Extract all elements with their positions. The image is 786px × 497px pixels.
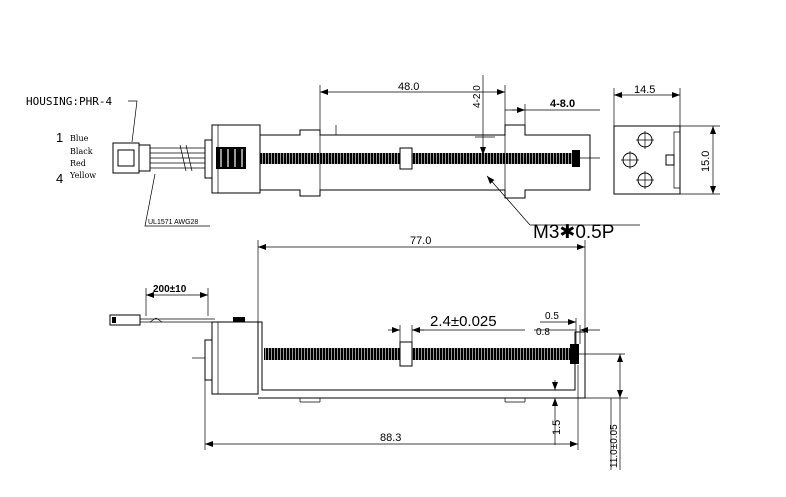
dim-overall-88-3: 88.3 bbox=[380, 432, 401, 444]
screw-nut bbox=[399, 147, 413, 170]
side-motor-flange bbox=[204, 339, 213, 381]
housing-leader bbox=[128, 100, 138, 143]
frame-outline bbox=[260, 124, 591, 199]
dim-width-14-5: 14.5 bbox=[634, 84, 655, 96]
motor-terminals bbox=[216, 147, 246, 169]
dim-length-48: 48.0 bbox=[398, 81, 419, 93]
wire-bundle bbox=[150, 144, 210, 172]
wire-color-2: Black bbox=[70, 147, 93, 156]
dim-gap-b: 0.8 bbox=[536, 327, 550, 338]
end-view-outline bbox=[613, 125, 681, 195]
motor-flange bbox=[204, 139, 213, 179]
wire-color-4: Yellow bbox=[69, 171, 96, 180]
connector-body bbox=[138, 144, 151, 172]
housing-label: HOUSING:PHR-4 bbox=[26, 95, 112, 108]
side-motor-body bbox=[211, 321, 259, 395]
side-connector bbox=[109, 314, 141, 326]
connector-latch bbox=[117, 149, 135, 167]
screw-end-bearing bbox=[572, 150, 580, 167]
thread-label: M3✱0.5P bbox=[533, 222, 614, 243]
top-view: HOUSING:PHR-4 1 4 Blue Black Red Yellow … bbox=[26, 75, 640, 243]
wire-clip bbox=[233, 317, 245, 325]
pin-number-last: 4 bbox=[56, 171, 63, 186]
thread-leader bbox=[486, 175, 531, 226]
dim-slot-side: 4-8.0 bbox=[550, 98, 575, 110]
lead-screw bbox=[260, 153, 575, 164]
dim-frame-77: 77.0 bbox=[410, 235, 431, 247]
dim-slot-top: 4-2.0 bbox=[472, 85, 483, 108]
wire-color-1: Blue bbox=[70, 134, 89, 143]
wire-color-3: Red bbox=[70, 159, 86, 168]
dim-height-15-0: 15.0 bbox=[700, 151, 712, 172]
side-lead-screw bbox=[264, 348, 574, 360]
cable-leader bbox=[144, 173, 210, 227]
end-view: 14.5 15.0 bbox=[613, 84, 720, 195]
dim-lead-length: 200±10 bbox=[153, 284, 187, 295]
cable-spec-label: UL1571 AWG28 bbox=[148, 219, 198, 226]
dim-axis-height: 11.0±0.05 bbox=[609, 424, 620, 468]
dim-base-thickness: 1.5 bbox=[551, 420, 563, 435]
side-end-bearing bbox=[570, 344, 579, 364]
dim-pitch-tol: 2.4±0.025 bbox=[430, 313, 497, 330]
side-view: 77.0 200±10 bbox=[109, 235, 628, 470]
dim-gap-a: 0.5 bbox=[545, 311, 559, 322]
side-screw-nut bbox=[399, 341, 413, 367]
pin-number-first: 1 bbox=[56, 130, 63, 145]
